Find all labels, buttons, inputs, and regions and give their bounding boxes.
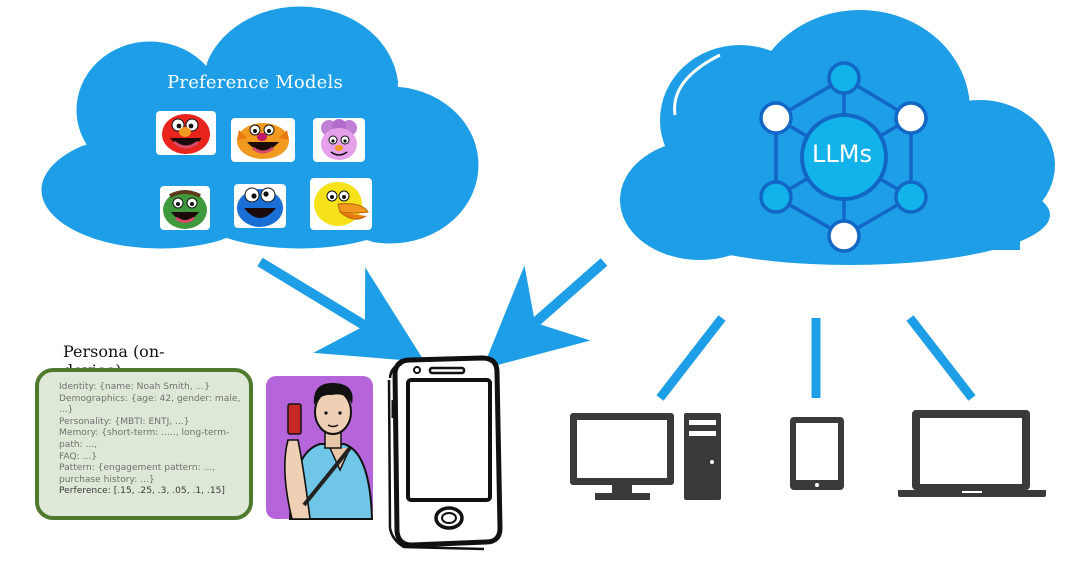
green-grouch-face-icon [160, 186, 210, 230]
persona-pattern: Pattern: {engagement pattern: ..., purch… [59, 463, 216, 485]
laptop-icon [898, 410, 1046, 497]
persona-card: Identity: {name: Noah Smith, ...} Demogr… [35, 368, 253, 520]
orange-monster-face-icon [231, 118, 295, 162]
preference-models-title: Preference Models [167, 72, 343, 93]
persona-preference: Perference: [.15, .25, .3, .05, .1, .15] [59, 486, 225, 497]
persona-demographics: Demographics: {age: 42, gender: male, ..… [59, 393, 241, 416]
arrow-llm-to-phone [482, 258, 608, 370]
connector-desktop [656, 315, 726, 401]
purple-monster-face-icon [313, 118, 365, 162]
smartphone-icon [387, 355, 503, 551]
red-monster-face-icon [156, 111, 216, 155]
tablet-icon [790, 417, 844, 490]
desktop-computer-icon [570, 413, 721, 500]
yellow-bird-face-icon [310, 178, 372, 230]
persona-faq: FAQ: ...} [59, 451, 98, 462]
arrow-preference-to-phone [257, 257, 425, 362]
persona-memory: Memory: {short-term: ....., long-term-pa… [59, 428, 230, 450]
blue-monster-face-icon [234, 184, 286, 228]
llms-label: LLMs [812, 140, 872, 168]
user-selfie-avatar [266, 376, 374, 520]
persona-personality: Personality: {MBTI: ENTJ, ...} [59, 416, 190, 427]
llm-network [759, 61, 928, 253]
connector-laptop [906, 315, 976, 401]
persona-identity: Identity: {name: Noah Smith, ...} [59, 382, 210, 392]
